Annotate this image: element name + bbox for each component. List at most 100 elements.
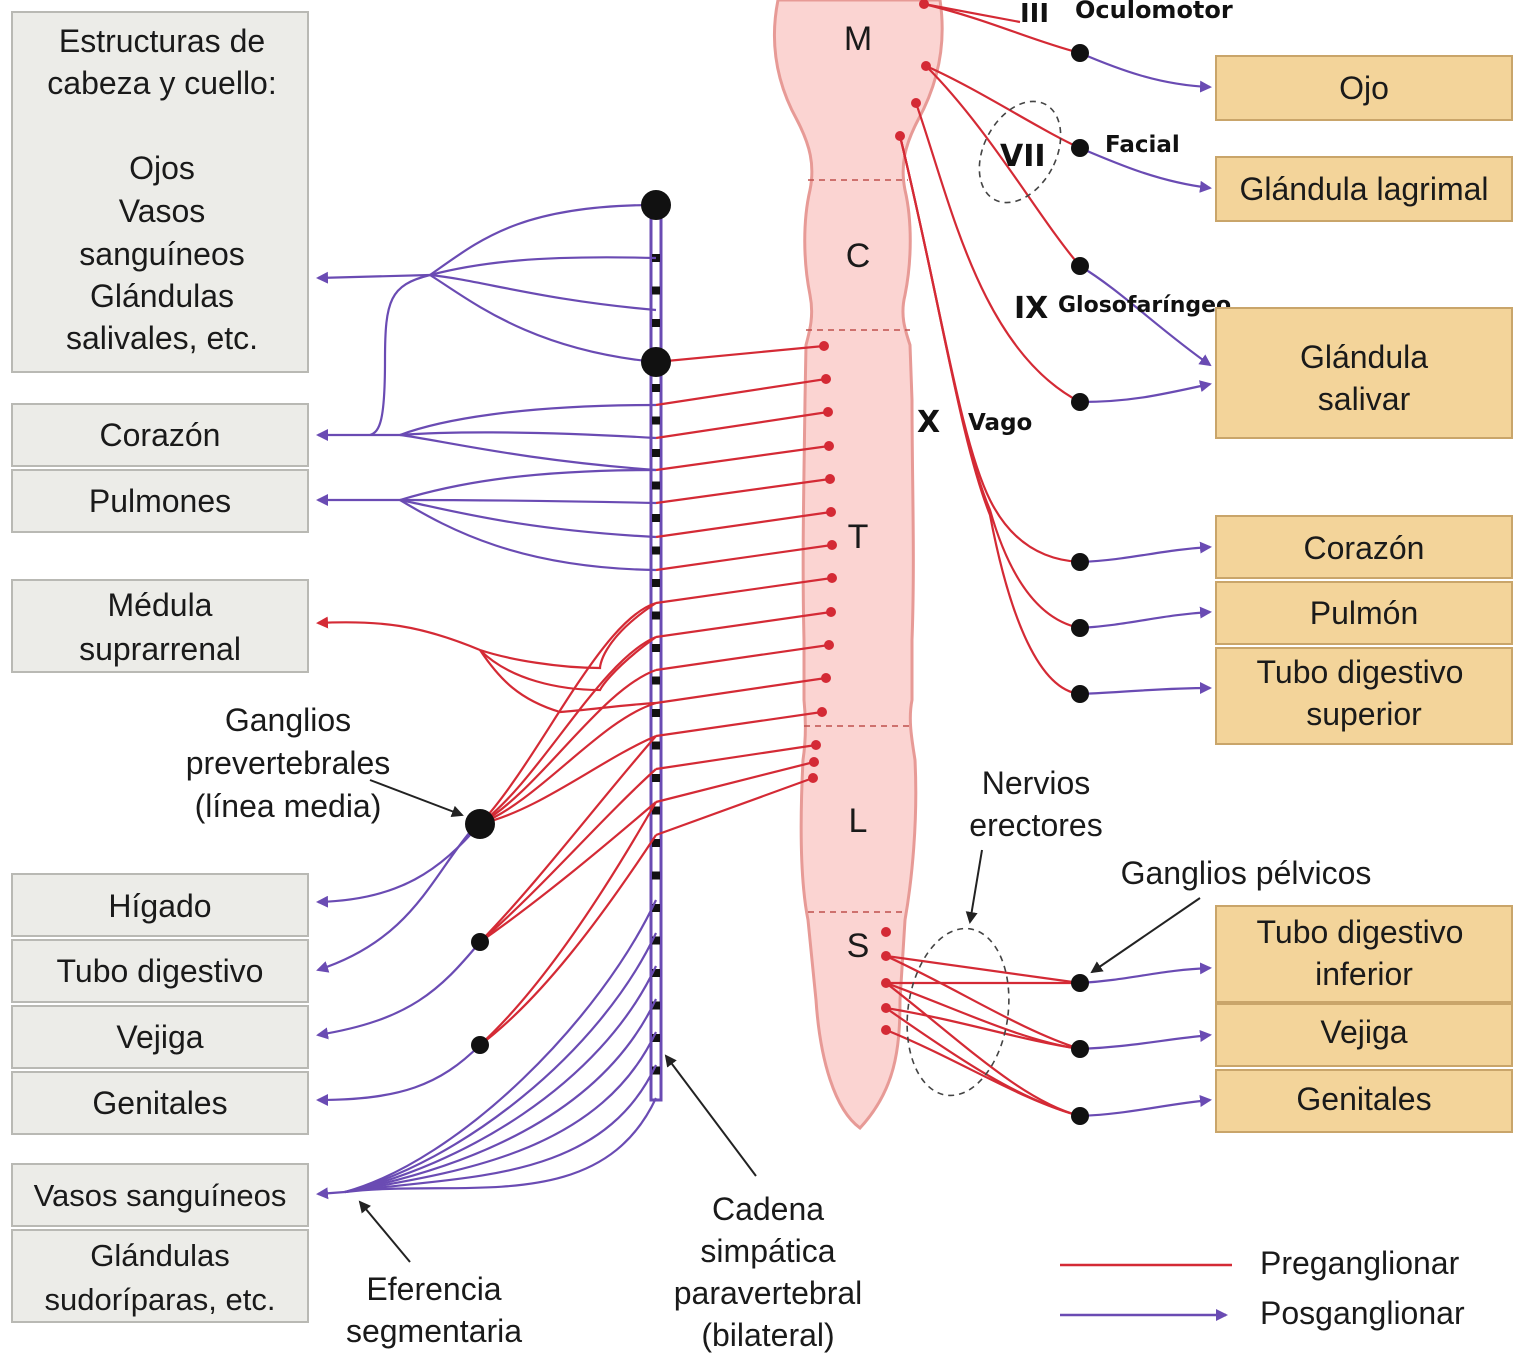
spinal-cord: M C T L S	[774, 0, 942, 1128]
left-target-boxes: Estructuras de cabeza y cuello: Ojos Vas…	[12, 12, 308, 1322]
annotation-chain: Cadena simpática paravertebral (bilatera…	[666, 1056, 862, 1353]
submandibular-ganglion	[1071, 257, 1089, 275]
chain-ganglion-11	[652, 579, 660, 587]
annotation-erectores: Nervios erectores	[969, 765, 1102, 922]
legend: Preganglionar Posganglionar	[1060, 1245, 1465, 1331]
box-adrenal-line2: suprarrenal	[79, 631, 241, 667]
box-head-neck-line7: Glándulas	[90, 278, 234, 314]
box-lung-right-label: Pulmón	[1310, 595, 1419, 631]
segment-label-s: S	[847, 927, 870, 965]
pelvic-ganglion-gut	[1071, 974, 1089, 992]
box-gut-left-label: Tubo digestivo	[57, 953, 264, 989]
chain-ganglion-5	[652, 384, 660, 392]
chain-ganglion-3	[652, 319, 660, 327]
box-sweat-line2: sudoríparas, etc.	[45, 1282, 276, 1317]
chain-ganglion-20	[652, 872, 660, 880]
box-lungs-left: Pulmones	[12, 470, 308, 532]
chain-ganglion-13	[652, 644, 660, 652]
preganglionic-neuron-dot-7	[827, 540, 837, 550]
celiac-ganglion	[465, 809, 495, 839]
box-vessels-label: Vasos sanguíneos	[34, 1178, 287, 1213]
preganglionic-neuron-dot-1	[819, 341, 829, 351]
nerve-ix-number: IX	[1014, 291, 1048, 326]
chain-ganglion-16	[652, 742, 660, 750]
chain-ganglion-14	[652, 677, 660, 685]
box-genitals-left-label: Genitales	[92, 1085, 227, 1121]
annotation-prevertebral: Ganglios prevertebrales (línea media)	[186, 702, 462, 824]
annotation-segmental: Eferencia segmentaria	[346, 1202, 522, 1349]
box-vessels: Vasos sanguíneos	[12, 1164, 308, 1226]
annotation-segmental-line2: segmentaria	[346, 1313, 522, 1349]
box-sweat-line1: Glándulas	[90, 1238, 230, 1273]
box-lower-gut-line2: inferior	[1315, 956, 1413, 992]
superior-mesenteric-ganglion	[471, 933, 489, 951]
segment-label-c: C	[846, 237, 871, 275]
preganglionic-neuron-dot-6	[826, 507, 836, 517]
chain-ganglion-2	[652, 287, 660, 295]
box-upper-gut: Tubo digestivo superior	[1216, 648, 1512, 744]
box-head-neck-line6: sanguíneos	[79, 236, 244, 272]
stellate-ganglion	[641, 347, 671, 377]
inferior-mesenteric-ganglion	[471, 1036, 489, 1054]
box-adrenal-line1: Médula	[108, 587, 213, 623]
annotation-prevertebral-line3: (línea media)	[195, 788, 382, 824]
annotation-pelvic-label: Ganglios pélvicos	[1121, 855, 1372, 891]
annotation-chain-line2: simpática	[700, 1233, 835, 1269]
annotation-segmental-line1: Eferencia	[366, 1271, 501, 1307]
box-head-neck-line5: Vasos	[119, 193, 206, 229]
box-upper-gut-line1: Tubo digestivo	[1257, 654, 1464, 690]
box-head-neck-line1: Estructuras de	[59, 23, 265, 59]
pulmonary-ganglion	[1071, 619, 1089, 637]
chain-ganglion-17	[652, 774, 660, 782]
preganglionic-neuron-dot-2	[821, 374, 831, 384]
right-target-boxes: Ojo Glándula lagrimal Glándula salivar C…	[1216, 56, 1512, 1132]
parasympathetic-postganglionic-fibers	[1080, 53, 1210, 1116]
box-bladder-right-label: Vejiga	[1320, 1014, 1407, 1050]
box-salivary-line2: salivar	[1318, 381, 1411, 417]
preganglionic-neuron-dot-9	[826, 607, 836, 617]
sympathetic-chain	[651, 205, 661, 1100]
box-sweat: Glándulas sudoríparas, etc.	[12, 1230, 308, 1322]
box-head-neck-line4: Ojos	[129, 150, 195, 186]
pterygopalatine-ganglion	[1071, 139, 1089, 157]
box-head-neck-line8: salivales, etc.	[66, 320, 258, 356]
legend-pre-label: Preganglionar	[1260, 1245, 1460, 1281]
pelvic-ganglion-genitals	[1071, 1107, 1089, 1125]
box-lung-right: Pulmón	[1216, 582, 1512, 644]
enteric-ganglion	[1071, 685, 1089, 703]
box-salivary-line1: Glándula	[1300, 339, 1428, 375]
chain-ganglion-9	[652, 514, 660, 522]
annotation-prevertebral-line1: Ganglios	[225, 702, 351, 738]
box-genitals-right: Genitales	[1216, 1070, 1512, 1132]
nerve-iii-name: Oculomotor	[1075, 0, 1233, 24]
annotation-chain-line1: Cadena	[712, 1191, 824, 1227]
pelvic-ganglion-bladder	[1071, 1040, 1089, 1058]
cardiac-ganglion	[1071, 553, 1089, 571]
annotation-erectores-line2: erectores	[969, 807, 1102, 843]
chain-ganglion-12	[652, 612, 660, 620]
box-head-neck: Estructuras de cabeza y cuello: Ojos Vas…	[12, 12, 308, 372]
preganglionic-neuron-dot-13	[811, 740, 821, 750]
preganglionic-neuron-dot-3	[823, 407, 833, 417]
box-eye-label: Ojo	[1339, 70, 1389, 106]
preganglionic-neuron-dot-14	[809, 757, 819, 767]
box-lacrimal: Glándula lagrimal	[1216, 157, 1512, 221]
annotation-prevertebral-line2: prevertebrales	[186, 745, 391, 781]
superior-cervical-ganglion	[641, 190, 671, 220]
annotation-chain-line3: paravertebral	[674, 1275, 863, 1311]
box-gut-left: Tubo digestivo	[12, 940, 308, 1002]
preganglionic-neuron-dot-11	[821, 673, 831, 683]
annotation-erectores-line1: Nervios	[982, 765, 1090, 801]
box-liver-label: Hígado	[108, 888, 211, 924]
nerve-vii-name: Facial	[1105, 132, 1180, 158]
box-bladder-left: Vejiga	[12, 1006, 308, 1068]
nerve-vii-number: VII	[1000, 139, 1046, 174]
preganglionic-neuron-dot-12	[817, 707, 827, 717]
box-heart-right-label: Corazón	[1304, 530, 1425, 566]
box-liver: Hígado	[12, 874, 308, 936]
chain-ganglion-8	[652, 482, 660, 490]
chain-ganglion-15	[652, 709, 660, 717]
ciliary-ganglion	[1071, 44, 1089, 62]
box-heart-left: Corazón	[12, 404, 308, 466]
